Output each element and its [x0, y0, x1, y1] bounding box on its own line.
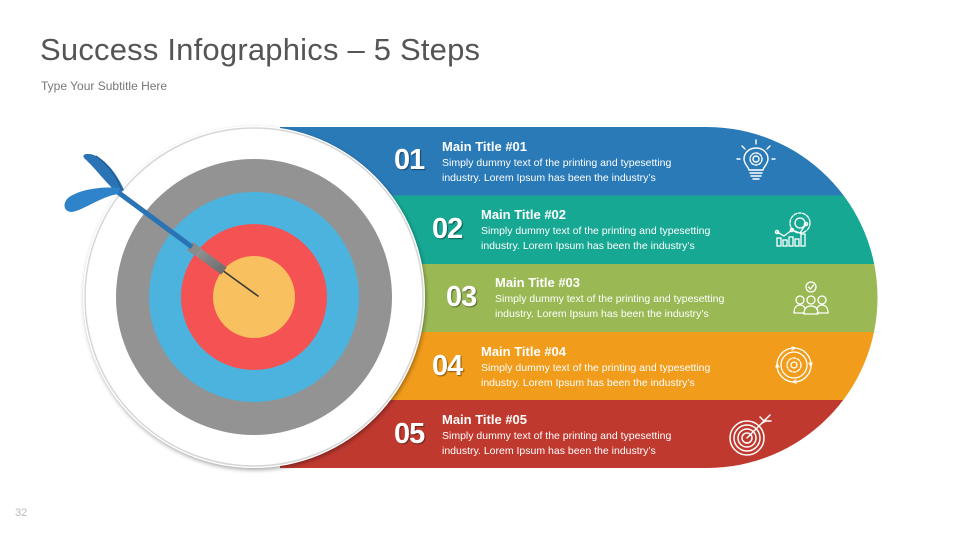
- step-description: Simply dummy text of the printing and ty…: [481, 224, 781, 254]
- step-number: 05: [394, 418, 425, 450]
- step-description-line: industry. Lorem Ipsum has been the indus…: [495, 308, 709, 320]
- page-title: Success Infographics – 5 Steps: [40, 32, 481, 67]
- step-description-line: Simply dummy text of the printing and ty…: [481, 362, 711, 374]
- step-description-line: industry. Lorem Ipsum has been the indus…: [442, 445, 656, 457]
- step-title: Main Title #04: [481, 344, 567, 359]
- step-title: Main Title #03: [495, 275, 581, 290]
- step-description-line: industry. Lorem Ipsum has been the indus…: [481, 377, 695, 389]
- lightbulb-gear-icon: [736, 139, 776, 180]
- dart-icon: [64, 153, 259, 297]
- chart-gear-icon: [774, 212, 811, 247]
- step-description-line: Simply dummy text of the printing and ty…: [495, 293, 725, 305]
- target-arrow-icon: [729, 414, 772, 456]
- step-title: Main Title #02: [481, 207, 567, 222]
- step-title: Main Title #01: [442, 139, 528, 154]
- step-description: Simply dummy text of the printing and ty…: [442, 429, 742, 459]
- step-number: 03: [446, 281, 477, 313]
- step-description: Simply dummy text of the printing and ty…: [481, 361, 781, 391]
- page-subtitle: Type Your Subtitle Here: [41, 79, 168, 93]
- target-board-icon: [83, 126, 425, 468]
- team-check-icon: [793, 281, 829, 315]
- step-number: 02: [432, 213, 463, 245]
- step-title: Main Title #05: [442, 412, 528, 427]
- step-number: 04: [432, 350, 463, 382]
- step-description: Simply dummy text of the printing and ty…: [495, 292, 795, 322]
- step-description-line: industry. Lorem Ipsum has been the indus…: [481, 240, 695, 252]
- step-number: 01: [394, 144, 425, 176]
- step-description-line: industry. Lorem Ipsum has been the indus…: [442, 172, 656, 184]
- step-description-line: Simply dummy text of the printing and ty…: [442, 157, 672, 169]
- step-description-line: Simply dummy text of the printing and ty…: [442, 430, 672, 442]
- page-number: 32: [15, 507, 28, 519]
- step-description-line: Simply dummy text of the printing and ty…: [481, 225, 711, 237]
- step-description: Simply dummy text of the printing and ty…: [442, 156, 742, 186]
- gear-cycle-icon: [775, 346, 813, 384]
